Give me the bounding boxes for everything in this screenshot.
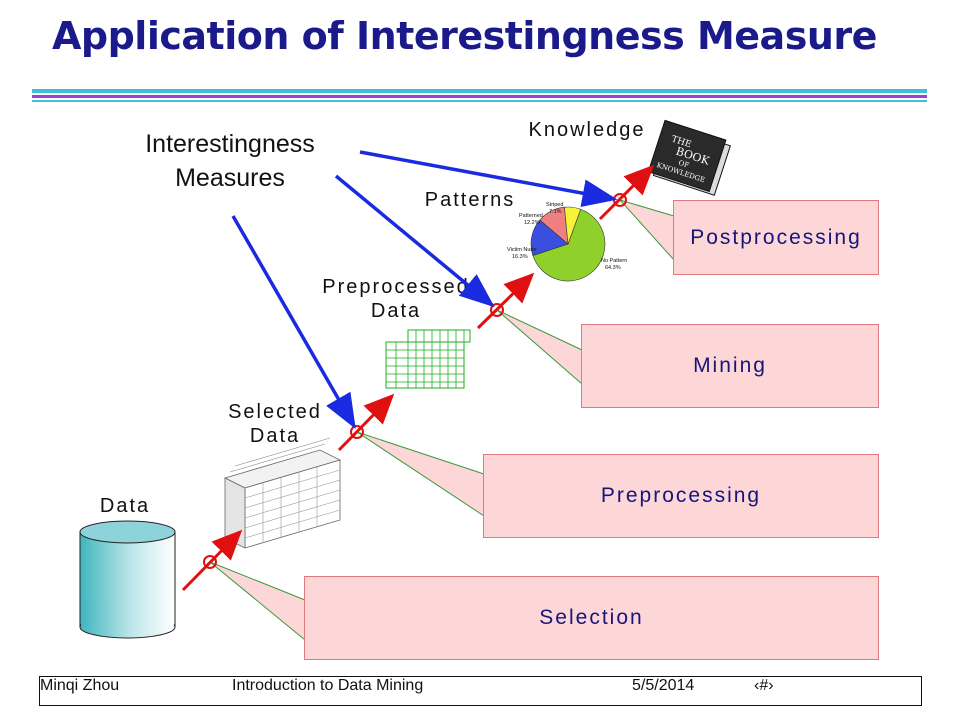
stage-label-selected-data: Selected Data bbox=[228, 401, 322, 447]
step-circle-mining bbox=[490, 303, 504, 317]
pie-label-patterned: Patterned bbox=[519, 213, 543, 219]
red-arrow-preprocessing bbox=[337, 393, 395, 452]
step-circle-selection bbox=[203, 555, 217, 569]
callout-tail-selection bbox=[209, 561, 306, 642]
pie-label-victim-pct: 16.3% bbox=[512, 254, 528, 260]
title-rule-cyan-top bbox=[32, 89, 927, 93]
database-cylinder-icon bbox=[79, 520, 176, 639]
preprocessed-data-grid-icon bbox=[385, 329, 471, 389]
book-of-knowledge-icon: THE BOOK OF KNOWLEDGE bbox=[647, 119, 732, 196]
pie-slice-no-pattern bbox=[532, 208, 606, 282]
stage-label-data: Data bbox=[99, 495, 151, 517]
pie-labels: Striped 7.1% Patterned 12.2% Victim Nude… bbox=[507, 202, 627, 271]
step-box-preprocessing: Preprocessing bbox=[483, 454, 879, 538]
book-text-of: OF bbox=[677, 159, 690, 170]
pie-label-no-pattern: No Pattern bbox=[601, 258, 627, 264]
stage-label-patterns: Patterns bbox=[424, 189, 516, 211]
pie-label-patterned-pct: 12.2% bbox=[524, 220, 540, 226]
interestingness-measures-label: Interestingness Measures bbox=[100, 127, 360, 195]
red-arrow-postprocessing bbox=[598, 164, 655, 221]
pie-label-striped-pct: 7.1% bbox=[549, 209, 562, 215]
pie-label-victim: Victim Nude bbox=[507, 247, 537, 253]
title-rule-violet bbox=[32, 95, 927, 98]
stage-label-preprocessed-data: Preprocessed Data bbox=[322, 276, 470, 322]
step-box-mining: Mining bbox=[581, 324, 879, 408]
title-rule-cyan-bottom bbox=[32, 100, 927, 102]
pie-label-no-pattern-pct: 64.3% bbox=[605, 265, 621, 271]
footer-date: 5/5/2014 bbox=[632, 677, 695, 694]
slide-title: Application of Interestingness Measure bbox=[52, 14, 877, 58]
measures-line-2: Measures bbox=[175, 164, 285, 192]
callout-tail-postprocessing bbox=[618, 199, 675, 262]
callout-tail-mining bbox=[496, 309, 583, 386]
red-arrow-selection bbox=[181, 529, 243, 592]
measures-line-1: Interestingness bbox=[145, 130, 315, 158]
blue-arrow-to-preprocessing bbox=[231, 215, 356, 430]
step-box-selection: Selection bbox=[304, 576, 879, 660]
red-arrow-mining bbox=[476, 272, 535, 330]
callout-tail-preprocessing bbox=[356, 431, 485, 517]
blue-arrow-to-mining bbox=[334, 174, 495, 308]
stage-label-knowledge: Knowledge bbox=[528, 119, 646, 141]
step-box-postprocessing: Postprocessing bbox=[673, 200, 879, 275]
pie-slice-striped bbox=[564, 206, 582, 245]
pie-label-striped: Striped bbox=[546, 202, 563, 208]
blue-arrow-to-postprocessing bbox=[359, 150, 618, 208]
footer-author: Minqi Zhou bbox=[40, 677, 120, 694]
slide-footer: Minqi Zhou Introduction to Data Mining 5… bbox=[39, 676, 922, 706]
step-circle-preprocessing bbox=[350, 425, 364, 439]
patterns-pie-chart bbox=[530, 206, 606, 282]
footer-page-number: ‹#› bbox=[754, 677, 774, 694]
footer-course: Introduction to Data Mining bbox=[232, 677, 424, 694]
selected-data-cube-icon bbox=[223, 437, 342, 549]
